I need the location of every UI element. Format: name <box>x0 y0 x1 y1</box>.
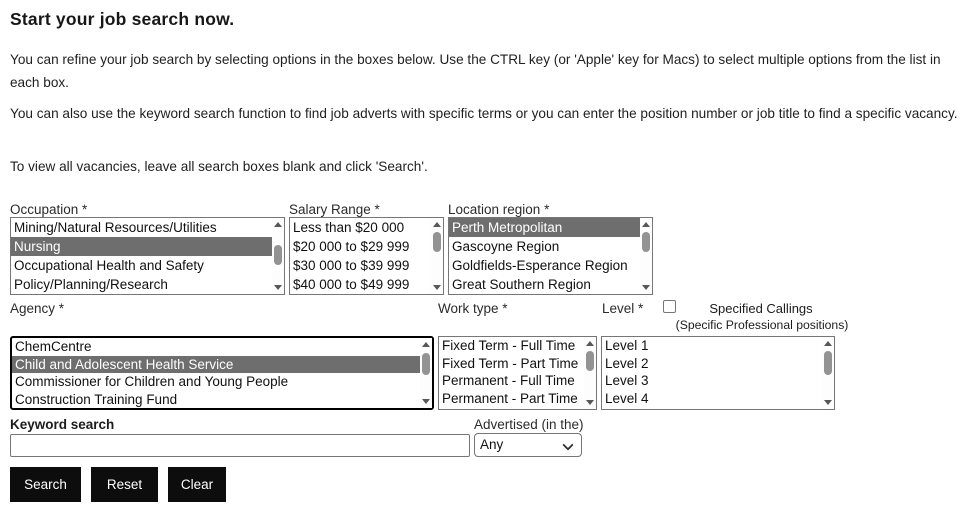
salary-options: Less than $20 000 $20 000 to $29 999 $30… <box>290 218 431 294</box>
option[interactable]: Level 1 <box>605 338 649 353</box>
scrollbar[interactable] <box>584 337 596 409</box>
level-options: Level 1 Level 2 Level 3 Level 4 <box>602 337 822 409</box>
work-type-listbox[interactable]: Fixed Term - Full Time Fixed Term - Part… <box>438 336 597 410</box>
scrollbar-thumb[interactable] <box>586 351 594 371</box>
scrollbar-thumb[interactable] <box>433 232 441 252</box>
advertised-select[interactable]: Any <box>474 433 582 457</box>
level-label: Level * <box>602 301 644 316</box>
occupation-listbox[interactable]: Mining/Natural Resources/Utilities Nursi… <box>10 217 285 295</box>
advertised-selected-value: Any <box>480 437 504 452</box>
keyword-search-input[interactable] <box>10 434 470 457</box>
scroll-down-icon[interactable] <box>433 285 441 290</box>
scrollbar[interactable] <box>822 337 834 409</box>
scroll-up-icon[interactable] <box>422 342 430 347</box>
specified-callings-checkbox[interactable] <box>663 300 676 313</box>
option[interactable]: Fixed Term - Part Time <box>442 355 579 371</box>
scroll-up-icon[interactable] <box>433 222 441 227</box>
option[interactable]: Goldfields-Esperance Region <box>452 258 628 273</box>
salary-range-listbox[interactable]: Less than $20 000 $20 000 to $29 999 $30… <box>289 217 444 295</box>
occupation-options: Mining/Natural Resources/Utilities Nursi… <box>11 218 272 294</box>
scrollbar-thumb[interactable] <box>422 353 430 375</box>
scrollbar-thumb[interactable] <box>824 351 832 375</box>
option[interactable]: Level 2 <box>605 355 649 371</box>
scroll-down-icon[interactable] <box>274 285 282 290</box>
work-type-label: Work type * <box>438 301 508 316</box>
scroll-up-icon[interactable] <box>274 222 282 227</box>
option[interactable]: $30 000 to $39 999 <box>293 258 410 273</box>
option[interactable]: Level 4 <box>605 390 649 406</box>
option[interactable]: Less than $20 000 <box>293 220 405 235</box>
option[interactable]: $20 000 to $29 999 <box>293 239 410 254</box>
occupation-label: Occupation * <box>10 202 88 217</box>
option[interactable]: Great Southern Region <box>452 277 591 292</box>
scrollbar[interactable] <box>640 218 652 294</box>
option[interactable]: Permanent - Part Time <box>442 390 578 406</box>
option[interactable]: Fixed Term - Full Time <box>442 338 576 353</box>
location-options: Perth Metropolitan Gascoyne Region Goldf… <box>449 218 640 294</box>
scrollbar[interactable] <box>420 338 432 408</box>
option[interactable]: Nursing <box>11 237 272 256</box>
scrollbar-thumb[interactable] <box>642 232 650 252</box>
option[interactable]: Child and Adolescent Health Service <box>12 355 420 373</box>
scroll-down-icon[interactable] <box>642 285 650 290</box>
option[interactable]: ChemCentre <box>15 339 92 354</box>
option[interactable]: Level 3 <box>605 373 649 388</box>
agency-options: ChemCentre Child and Adolescent Health S… <box>12 338 420 408</box>
option[interactable]: Occupational Health and Safety <box>14 258 204 273</box>
specified-callings-sublabel: (Specific Professional positions) <box>675 318 849 332</box>
salary-range-label: Salary Range * <box>289 202 380 217</box>
location-region-label: Location region * <box>448 202 550 217</box>
scroll-up-icon[interactable] <box>824 341 832 346</box>
search-button[interactable]: Search <box>10 467 81 502</box>
option[interactable]: Permanent - Full Time <box>442 373 575 388</box>
intro-paragraph-view-all: To view all vacancies, leave all search … <box>10 159 428 174</box>
scroll-down-icon[interactable] <box>824 400 832 405</box>
agency-label: Agency * <box>10 301 65 316</box>
page-title: Start your job search now. <box>10 9 235 29</box>
chevron-down-icon <box>562 439 574 451</box>
option[interactable]: $40 000 to $49 999 <box>293 277 410 292</box>
clear-button[interactable]: Clear <box>168 467 226 502</box>
level-listbox[interactable]: Level 1 Level 2 Level 3 Level 4 <box>601 336 835 410</box>
specified-callings-label: Specified Callings <box>709 301 813 316</box>
scroll-up-icon[interactable] <box>642 222 650 227</box>
option[interactable]: Policy/Planning/Research <box>14 277 168 292</box>
work-type-options: Fixed Term - Full Time Fixed Term - Part… <box>439 337 584 409</box>
scroll-down-icon[interactable] <box>586 400 594 405</box>
keyword-search-label: Keyword search <box>10 417 115 432</box>
scroll-down-icon[interactable] <box>422 399 430 404</box>
agency-listbox[interactable]: ChemCentre Child and Adolescent Health S… <box>10 336 434 410</box>
option[interactable]: Commissioner for Children and Young Peop… <box>15 374 289 389</box>
option[interactable]: Construction Training Fund <box>15 391 178 407</box>
scroll-up-icon[interactable] <box>586 341 594 346</box>
location-region-listbox[interactable]: Perth Metropolitan Gascoyne Region Goldf… <box>448 217 653 295</box>
scrollbar-thumb[interactable] <box>274 245 282 265</box>
option[interactable]: Perth Metropolitan <box>449 218 640 237</box>
option[interactable]: Mining/Natural Resources/Utilities <box>14 220 217 235</box>
intro-paragraph-keyword: You can also use the keyword search func… <box>10 106 958 121</box>
advertised-label: Advertised (in the) <box>474 417 584 432</box>
scrollbar[interactable] <box>431 218 443 294</box>
reset-button[interactable]: Reset <box>91 467 158 502</box>
option[interactable]: Gascoyne Region <box>452 239 560 254</box>
scrollbar[interactable] <box>272 218 284 294</box>
intro-paragraph-refine: You can refine your job search by select… <box>10 52 941 90</box>
